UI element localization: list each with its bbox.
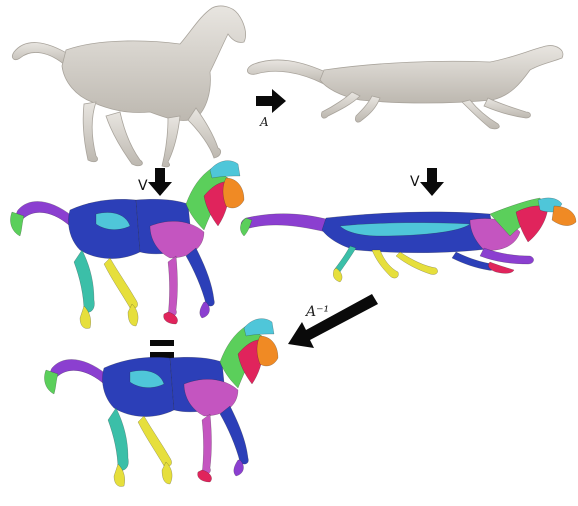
forward-arrow: A <box>256 89 286 129</box>
deformed-horse-mesh <box>247 46 562 129</box>
inverse-map-label: A⁻¹ <box>304 304 329 320</box>
equals-label: = <box>0 0 1 1</box>
segmented-deformed-horse <box>240 198 576 282</box>
forward-map-label: A <box>259 115 269 129</box>
original-horse-mesh <box>12 6 245 167</box>
v-arrow-left: V <box>138 168 172 196</box>
inverse-arrow: A⁻¹ <box>288 294 378 348</box>
map-v-right-label: V <box>410 174 420 190</box>
segmented-horse <box>10 161 244 329</box>
v-arrow-right: V <box>410 168 444 196</box>
map-v-left-label: V <box>138 178 148 194</box>
